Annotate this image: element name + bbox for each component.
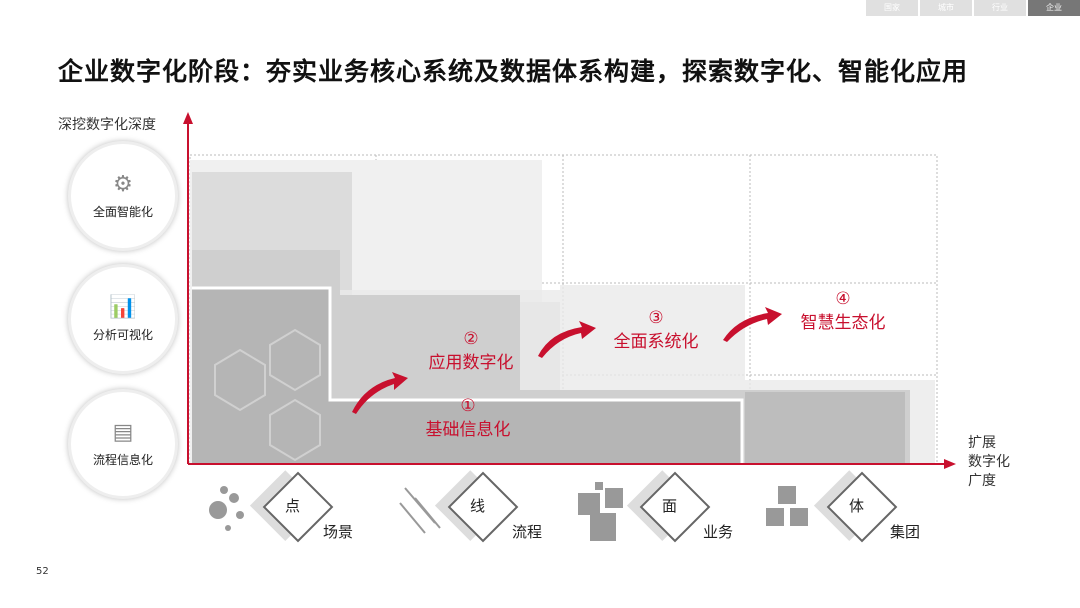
scope-tag: 面 xyxy=(662,497,678,515)
scope-tag: 线 xyxy=(470,497,486,515)
arrow-icon xyxy=(723,307,782,342)
page-title: 企业数字化阶段：夯实业务核心系统及数据体系构建，探索数字化、智能化应用 xyxy=(58,57,969,86)
stage-1: ① 基础信息化 xyxy=(405,394,531,442)
level-label: 流程信息化 xyxy=(92,453,153,467)
arrow-icon xyxy=(352,372,408,414)
level-full-intelligence: ⚙ 全面智能化 xyxy=(68,141,178,251)
stage-number: ① xyxy=(460,396,476,416)
tab-enterprise[interactable]: 企业 xyxy=(1028,0,1080,16)
stage-label: 全面系统化 xyxy=(613,332,699,352)
x-label-line: 数字化 xyxy=(968,454,1010,470)
stage-number: ② xyxy=(463,329,479,349)
blocks-icon xyxy=(578,482,623,541)
y-axis-arrow xyxy=(183,112,193,124)
stage-number: ③ xyxy=(648,308,664,328)
stage-label: 智慧生态化 xyxy=(800,313,886,333)
tab-country[interactable]: 国家 xyxy=(866,0,918,16)
dots-icon xyxy=(209,486,244,531)
x-axis-label: 扩展 数字化 广度 xyxy=(968,434,1010,491)
level-process-informatization: ▤ 流程信息化 xyxy=(68,389,178,499)
arrow-icon xyxy=(538,321,596,358)
progress-arrows xyxy=(352,307,782,414)
top-nav-tabs: 国家 城市 行业 企业 xyxy=(864,0,1080,16)
scope-label: 业务 xyxy=(703,523,734,541)
stage-3: ③ 全面系统化 xyxy=(593,306,719,354)
ai-chip-icon: ⚙ xyxy=(113,172,133,197)
cubes-icon xyxy=(766,486,808,526)
scope-tag: 点 xyxy=(285,497,301,515)
scope-tag: 体 xyxy=(849,497,865,515)
stage-2: ② 应用数字化 xyxy=(408,327,534,375)
stage-number: ④ xyxy=(835,289,851,309)
document-icon: ▤ xyxy=(112,420,134,445)
lines-icon xyxy=(399,487,441,534)
stage-label: 应用数字化 xyxy=(428,353,514,373)
stage-4: ④ 智慧生态化 xyxy=(780,287,906,335)
scope-icons xyxy=(209,482,808,541)
y-axis-label: 深挖数字化深度 xyxy=(58,117,156,133)
scope-label: 集团 xyxy=(890,523,921,541)
tab-city[interactable]: 城市 xyxy=(920,0,972,16)
x-label-line: 扩展 xyxy=(968,435,996,451)
scope-label: 流程 xyxy=(512,523,543,541)
tab-industry[interactable]: 行业 xyxy=(974,0,1026,16)
level-label: 分析可视化 xyxy=(92,328,153,342)
level-label: 全面智能化 xyxy=(92,205,153,219)
x-axis-arrow xyxy=(944,459,956,469)
stage-label: 基础信息化 xyxy=(425,420,511,440)
page-number: 52 xyxy=(36,566,49,577)
scope-label: 场景 xyxy=(323,523,354,541)
chart-icon: 📊 xyxy=(109,295,137,320)
x-label-line: 广度 xyxy=(968,473,996,489)
hexagon-decoration xyxy=(214,328,321,462)
level-analytics-visualization: 📊 分析可视化 xyxy=(68,264,178,374)
